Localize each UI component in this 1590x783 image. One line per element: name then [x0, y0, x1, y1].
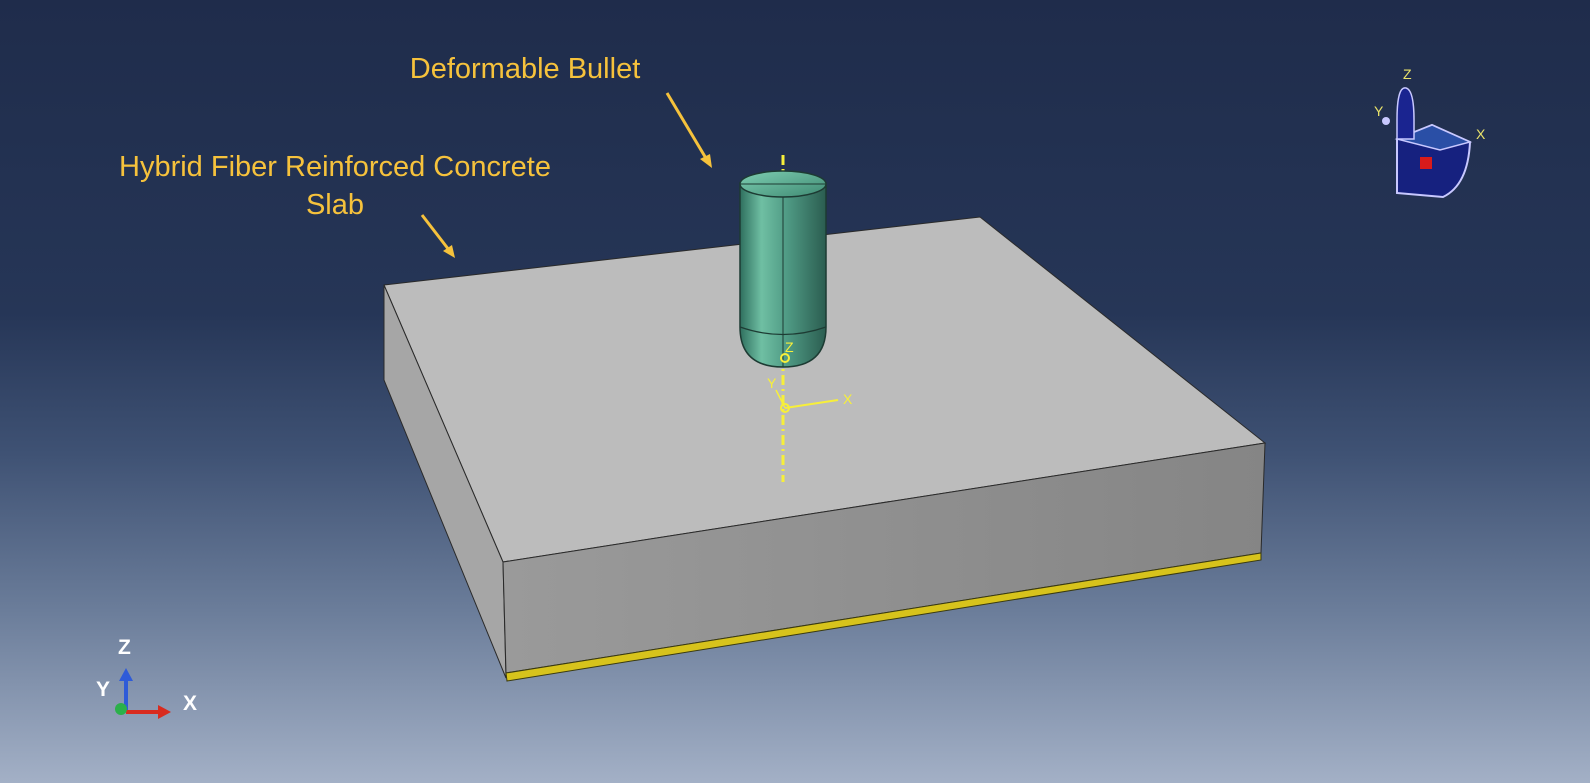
bullet-annotation: Deformable Bullet	[360, 50, 690, 88]
triad-z-label: Z	[118, 636, 131, 659]
local-z-label: Z	[785, 339, 794, 355]
view-cube-marker	[1420, 157, 1432, 169]
view-cube-fin	[1396, 87, 1415, 140]
global-triad: Z Y X	[96, 636, 197, 719]
view-cube-z-label: Z	[1403, 66, 1412, 82]
bullet-nose-seam	[739, 326, 827, 336]
slab-label-arrow	[420, 214, 455, 258]
triad-x-label: X	[183, 692, 197, 715]
slab-annotation-line2: Slab	[305, 189, 365, 221]
triad-y-label: Y	[96, 678, 110, 701]
bullet-label-arrow	[665, 92, 712, 168]
bullet-annotation-text: Deformable Bullet	[409, 53, 641, 85]
local-coordinate-system: Z Y X	[767, 339, 853, 413]
view-cube[interactable]: Z Y X	[1374, 66, 1486, 199]
slab-left-face	[383, 284, 507, 679]
local-y-label: Y	[767, 375, 777, 391]
view-cube-x-label: X	[1476, 126, 1486, 142]
deformable-bullet[interactable]	[739, 170, 827, 368]
concrete-slab[interactable]	[383, 216, 1267, 682]
steel-plate-edge	[505, 552, 1262, 682]
slab-annotation-line1: Hybrid Fiber Reinforced Concrete	[119, 151, 551, 183]
slab-annotation: Hybrid Fiber Reinforced Concrete Slab	[70, 148, 600, 224]
local-x-label: X	[843, 391, 853, 407]
view-cube-y-label: Y	[1374, 103, 1384, 119]
triad-y-axis	[115, 703, 127, 715]
view-cube-top	[1394, 124, 1473, 151]
